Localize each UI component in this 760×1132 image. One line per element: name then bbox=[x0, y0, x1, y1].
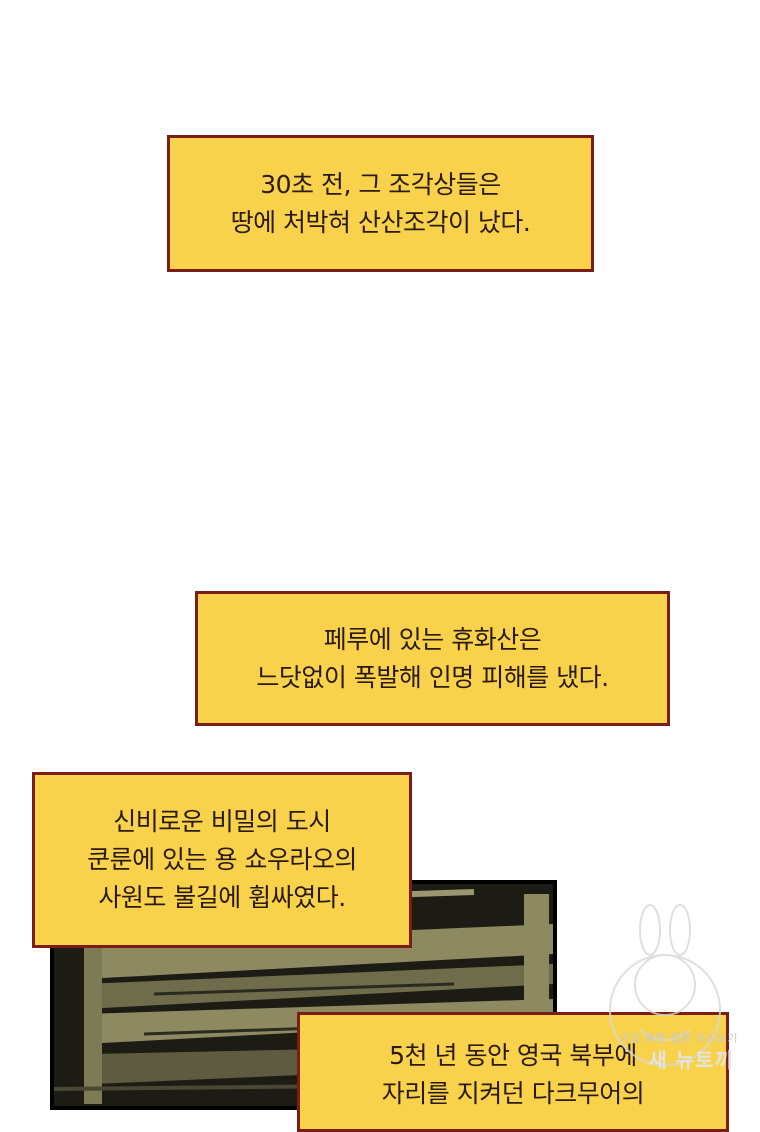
narration-line: 30초 전, 그 조각상들은 bbox=[260, 169, 501, 199]
narration-box-2: 페루에 있는 휴화산은 느닷없이 폭발해 인명 피해를 냈다. bbox=[195, 591, 670, 726]
narration-line: 페루에 있는 휴화산은 bbox=[323, 624, 542, 654]
narration-box-3: 신비로운 비밀의 도시 쿤룬에 있는 용 쇼우라오의 사원도 불길에 휩싸였다. bbox=[32, 772, 412, 948]
narration-line: 신비로운 비밀의 도시 bbox=[113, 807, 331, 836]
narration-line: 느닷없이 폭발해 인명 피해를 냈다. bbox=[256, 662, 609, 692]
narration-line: 5천 년 동안 영국 북부에 bbox=[389, 1041, 637, 1070]
narration-line: 땅에 처박혀 산산조각이 났다. bbox=[230, 207, 531, 237]
watermark-brand: 새 뉴토끼 bbox=[648, 1048, 734, 1072]
narration-line: 사원도 불길에 휩싸였다. bbox=[98, 883, 346, 912]
narration-line: 쿤룬에 있는 용 쇼우라오의 bbox=[87, 845, 357, 874]
narration-line: 자리를 지켜던 다크무어의 bbox=[381, 1079, 645, 1108]
narration-box-1: 30초 전, 그 조각상들은 땅에 처박혀 산산조각이 났다. bbox=[167, 135, 594, 272]
